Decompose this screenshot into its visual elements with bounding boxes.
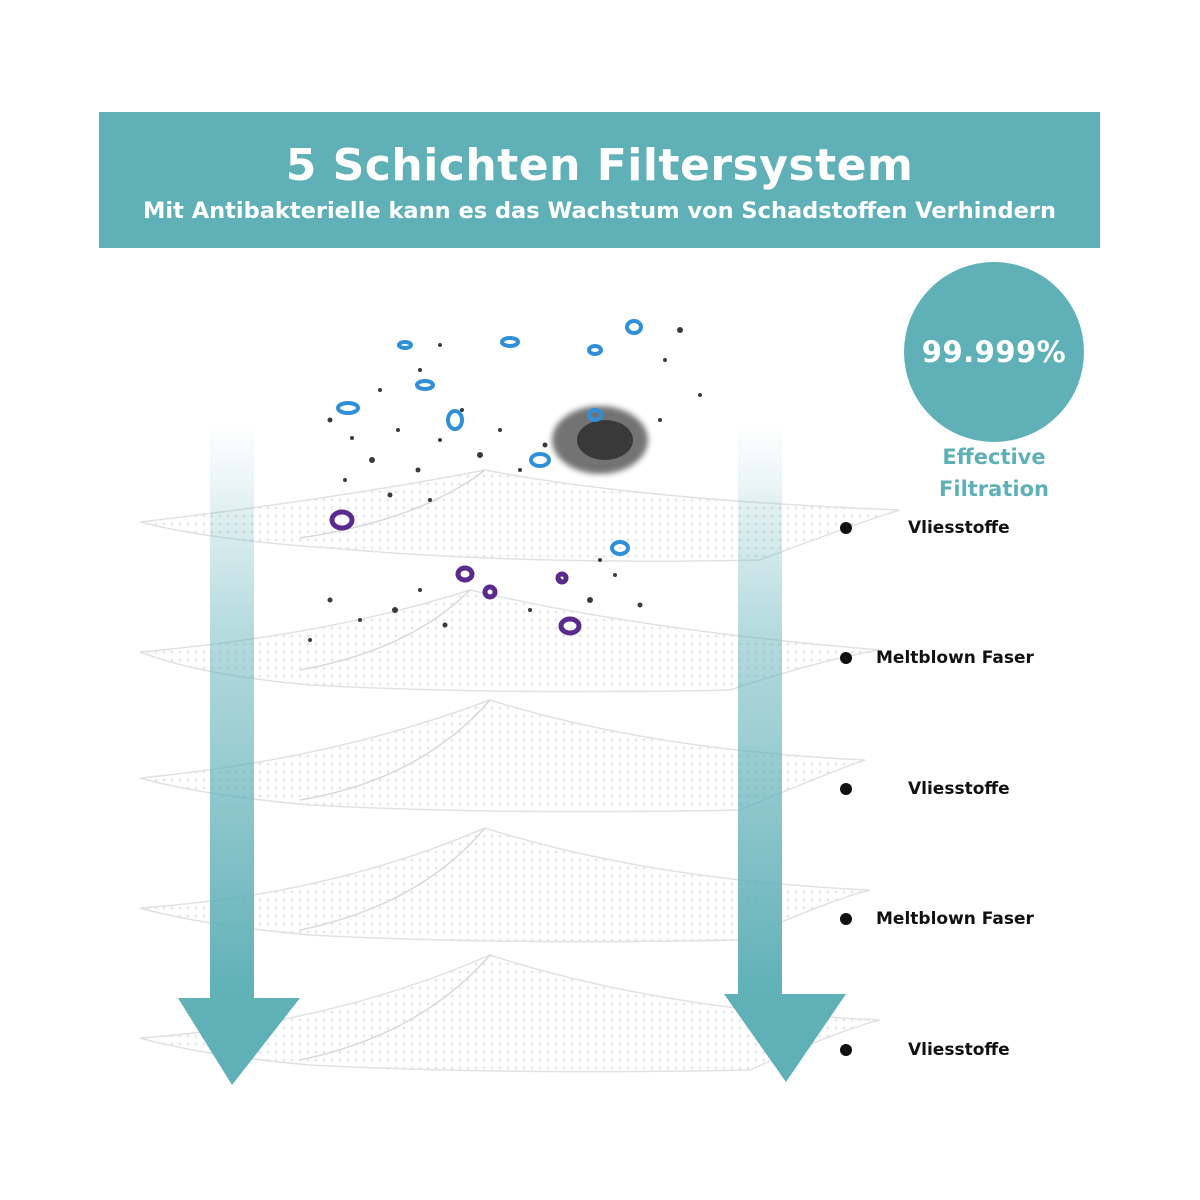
filtration-caption-line2: Filtration bbox=[939, 477, 1049, 501]
layer-label-text: Vliesstoffe bbox=[908, 779, 1010, 799]
layer-label-text: Vliesstoffe bbox=[908, 1040, 1010, 1060]
filter-layer-4 bbox=[139, 827, 871, 943]
layer-label-3: Vliesstoffe bbox=[838, 777, 1068, 801]
layer-label-5: Vliesstoffe bbox=[838, 1038, 1068, 1062]
layer-label-2: Meltblown Faser bbox=[838, 646, 1068, 670]
layer-label-text: Vliesstoffe bbox=[908, 518, 1010, 538]
bullet-icon bbox=[840, 1044, 852, 1056]
bullet-icon bbox=[840, 783, 852, 795]
header-banner: 5 Schichten Filtersystem Mit Antibakteri… bbox=[99, 112, 1100, 248]
filtration-caption: Effective Filtration bbox=[920, 441, 1068, 505]
arrow-down-icon bbox=[724, 425, 846, 1082]
filter-layer-5 bbox=[139, 954, 881, 1073]
arrow-down-icon bbox=[178, 425, 300, 1085]
particle-cloud bbox=[308, 319, 702, 642]
filter-layer-1 bbox=[139, 469, 901, 562]
layer-label-text: Meltblown Faser bbox=[876, 648, 1034, 668]
layer-label-text: Meltblown Faser bbox=[876, 909, 1034, 929]
filtration-badge: 99.999% bbox=[904, 262, 1084, 442]
bullet-icon bbox=[840, 522, 852, 534]
bullet-icon bbox=[840, 913, 852, 925]
bullet-icon bbox=[840, 652, 852, 664]
layer-label-4: Meltblown Faser bbox=[838, 907, 1068, 931]
filter-layer-3 bbox=[139, 699, 866, 813]
page-title: 5 Schichten Filtersystem bbox=[285, 140, 914, 191]
page-subtitle: Mit Antibakterielle kann es das Wachstum… bbox=[143, 198, 1056, 224]
filtration-value: 99.999% bbox=[921, 335, 1067, 369]
layer-label-1: Vliesstoffe bbox=[838, 516, 1068, 540]
filtration-caption-line1: Effective bbox=[942, 445, 1046, 469]
